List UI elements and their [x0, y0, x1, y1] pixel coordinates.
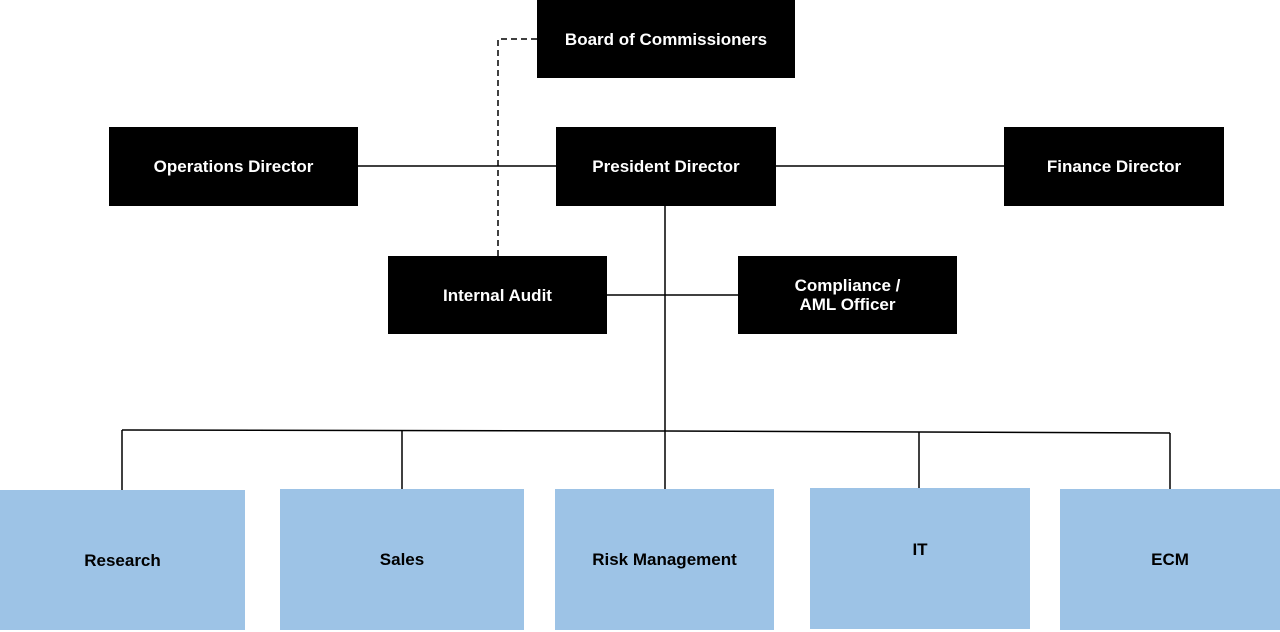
operations-director-box: Operations Director	[109, 127, 358, 206]
finance-director-label: Finance Director	[1046, 157, 1182, 176]
department-it-label: IT	[912, 540, 928, 559]
department-research-box: Research	[0, 490, 245, 630]
department-sales-label: Sales	[379, 550, 425, 569]
department-risk-management-label: Risk Management	[592, 550, 737, 569]
department-research-label: Research	[84, 550, 161, 570]
department-sales-box: Sales	[280, 489, 524, 630]
compliance-aml-officer-box: Compliance / AML Officer	[738, 256, 957, 334]
department-ecm-box: ECM	[1060, 489, 1280, 630]
department-bus-connector	[121, 429, 1171, 434]
board-to-audit-dashed-connector	[497, 38, 537, 256]
internal-audit-label: Internal Audit	[443, 285, 552, 305]
president-director-label: President Director	[592, 157, 740, 176]
board-of-commissioners-label: Board of Commissioners	[564, 29, 768, 49]
department-it-box: IT	[810, 488, 1030, 629]
compliance-aml-officer-label: Compliance / AML Officer	[794, 276, 901, 314]
operations-director-label: Operations Director	[153, 157, 314, 176]
board-of-commissioners-box: Board of Commissioners	[537, 0, 795, 78]
president-director-box: President Director	[556, 127, 776, 206]
finance-director-box: Finance Director	[1004, 127, 1224, 206]
internal-audit-box: Internal Audit	[388, 256, 607, 334]
department-ecm-label: ECM	[1151, 550, 1189, 569]
department-risk-management-box: Risk Management	[555, 489, 774, 630]
